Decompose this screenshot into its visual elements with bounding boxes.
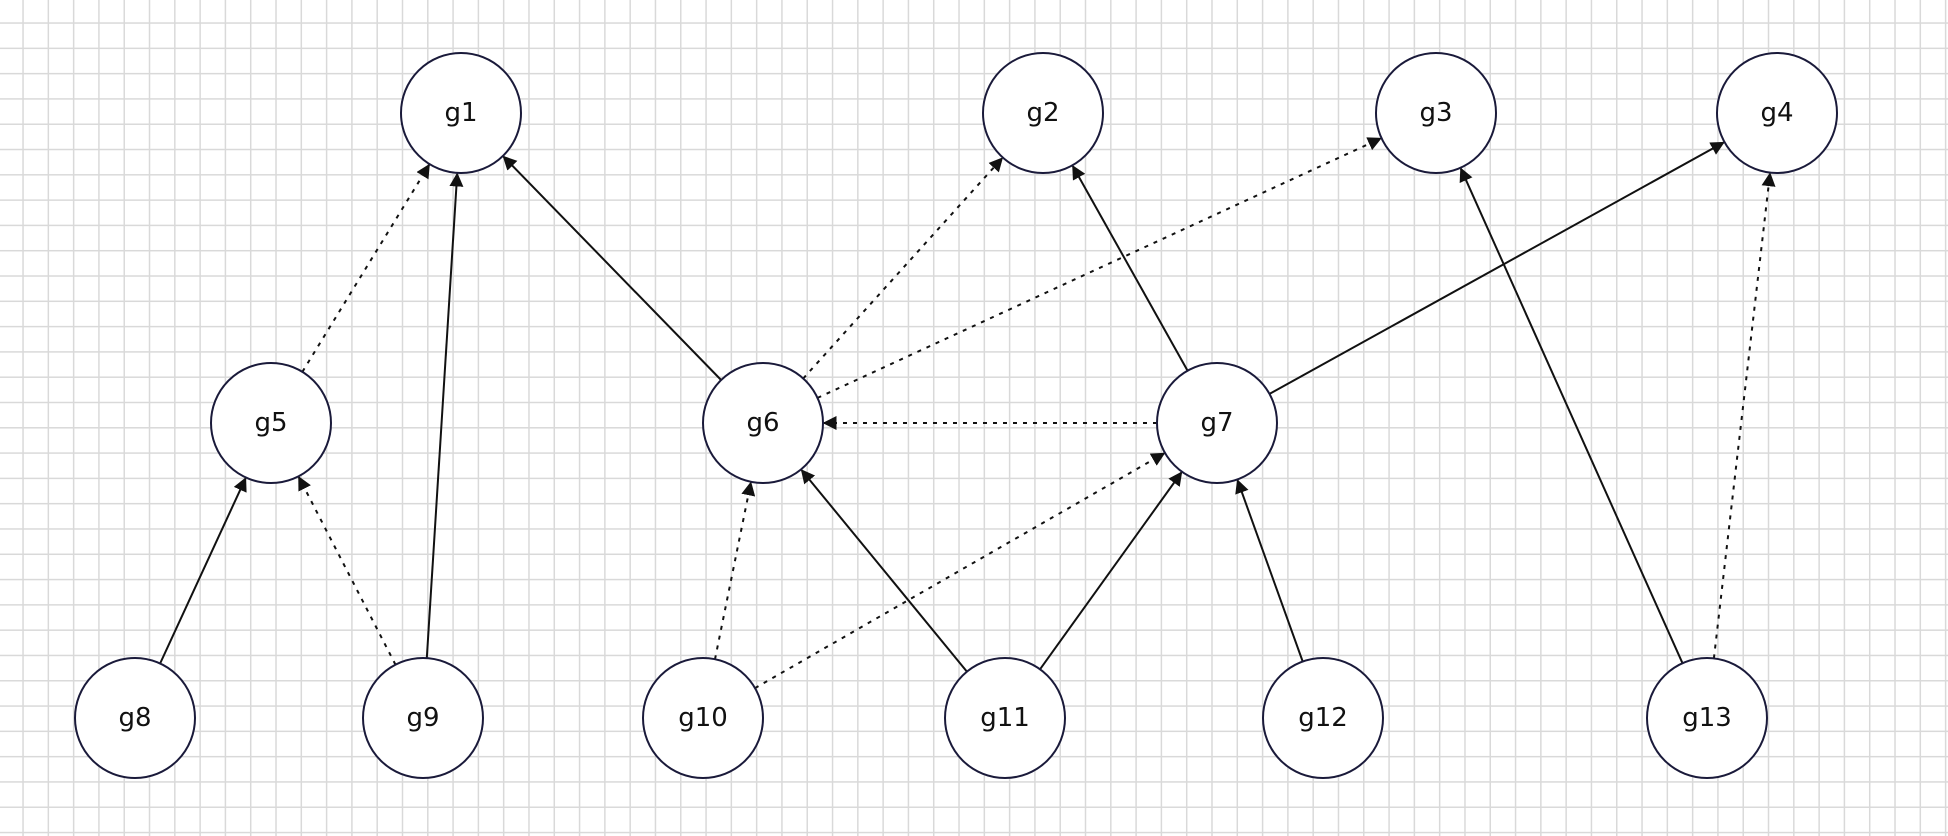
node-circle-g6[interactable] [702, 362, 824, 484]
edge-g13-to-g4[interactable] [1712, 172, 1776, 659]
node-g10[interactable]: g10 [642, 657, 764, 779]
node-label-g3: g3 [1419, 98, 1452, 128]
edge-g8-to-g5[interactable] [159, 477, 247, 664]
edge-g9-to-g5[interactable] [298, 475, 397, 666]
node-circle-g8[interactable] [74, 657, 196, 779]
node-circle-g7[interactable] [1156, 362, 1278, 484]
node-circle-g9[interactable] [362, 657, 484, 779]
node-circle-g11[interactable] [944, 657, 1066, 779]
node-g3[interactable]: g3 [1375, 52, 1497, 174]
edge-g6-to-g3[interactable] [817, 137, 1382, 399]
node-g9[interactable]: g9 [362, 657, 484, 779]
edge-g10-to-g6[interactable] [714, 481, 756, 660]
node-label-g7: g7 [1200, 408, 1233, 438]
node-g13[interactable]: g13 [1646, 657, 1768, 779]
node-circle-g13[interactable] [1646, 657, 1768, 779]
edge-g7-to-g4[interactable] [1269, 141, 1725, 395]
edge-g10-to-g7[interactable] [754, 452, 1166, 689]
edge-g7-to-g2[interactable] [1072, 164, 1189, 372]
edge-g5-to-g1[interactable] [301, 163, 430, 373]
edge-g12-to-g7[interactable] [1235, 479, 1304, 662]
node-label-g5: g5 [254, 408, 287, 438]
edge-g9-to-g1[interactable] [425, 172, 464, 659]
node-circle-g5[interactable] [210, 362, 332, 484]
node-label-g10: g10 [678, 703, 728, 733]
node-g6[interactable]: g6 [702, 362, 824, 484]
node-circle-g4[interactable] [1716, 52, 1838, 174]
node-label-g13: g13 [1682, 703, 1732, 733]
node-g5[interactable]: g5 [210, 362, 332, 484]
node-label-g1: g1 [444, 98, 477, 128]
node-label-g2: g2 [1026, 98, 1059, 128]
node-g11[interactable]: g11 [944, 657, 1066, 779]
edge-g11-to-g6[interactable] [800, 469, 968, 673]
node-circle-g1[interactable] [400, 52, 522, 174]
node-g1[interactable]: g1 [400, 52, 522, 174]
nodes-layer: g1 g2 g3 g4 g5 g6 g7 g8 g9 g10 g11 g12 g13 [74, 52, 1838, 779]
edge-g13-to-g3[interactable] [1459, 167, 1684, 664]
node-label-g6: g6 [746, 408, 779, 438]
node-circle-g12[interactable] [1262, 657, 1384, 779]
node-circle-g3[interactable] [1375, 52, 1497, 174]
node-label-g9: g9 [406, 703, 439, 733]
node-circle-g10[interactable] [642, 657, 764, 779]
node-circle-g2[interactable] [982, 52, 1104, 174]
node-g8[interactable]: g8 [74, 657, 196, 779]
node-g4[interactable]: g4 [1716, 52, 1838, 174]
edge-g11-to-g7[interactable] [1039, 471, 1183, 670]
edge-g6-to-g2[interactable] [802, 157, 1004, 380]
node-label-g12: g12 [1298, 703, 1348, 733]
edges-layer [159, 137, 1776, 689]
node-g12[interactable]: g12 [1262, 657, 1384, 779]
edge-g6-to-g1[interactable] [502, 155, 722, 381]
node-label-g11: g11 [980, 703, 1030, 733]
node-label-g8: g8 [118, 703, 151, 733]
node-g7[interactable]: g7 [1156, 362, 1278, 484]
node-g2[interactable]: g2 [982, 52, 1104, 174]
node-label-g4: g4 [1760, 98, 1793, 128]
